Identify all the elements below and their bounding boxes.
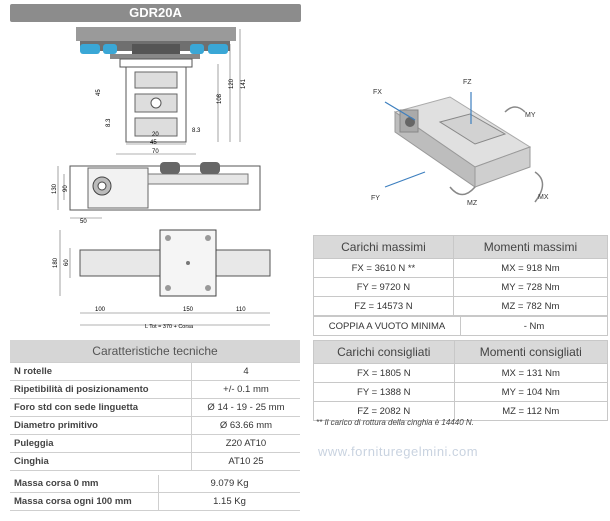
dim-side-130: 130: [52, 183, 58, 194]
dim-section-20: 20: [152, 132, 159, 138]
dim-section-141: 141: [241, 78, 247, 89]
belt-note: ** Il carico di rottura della cinghia è …: [316, 418, 474, 427]
dim-section-70: 70: [152, 149, 159, 155]
dim-section-108: 108: [217, 93, 223, 104]
label-fy: FY: [371, 195, 380, 202]
table-row: Ripetibilità di posizionamento+/- 0.1 mm: [10, 380, 300, 399]
specs-header: Caratteristiche tecniche: [10, 340, 300, 363]
torque-table: COPPIA A VUOTO MINIMA- Nm: [313, 316, 608, 336]
page-title: GDR20A: [10, 4, 301, 22]
label-fz: FZ: [463, 79, 472, 86]
dim-side-50: 50: [80, 219, 87, 225]
isometric-illustration: FX FZ MY FY MZ MX: [371, 79, 549, 207]
dim-section-8-3-right: 8.3: [192, 128, 201, 134]
torque-value: - Nm: [460, 316, 608, 336]
dim-top-60: 60: [64, 259, 70, 266]
torque-label: COPPIA A VUOTO MINIMA: [313, 316, 461, 336]
label-my: MY: [525, 112, 536, 119]
label-fx: FX: [373, 89, 382, 96]
dim-section-120: 120: [229, 78, 235, 89]
dim-side-90: 90: [63, 185, 69, 192]
dim-top-150: 150: [183, 307, 194, 313]
table-row: FX = 3610 N **MX = 918 Nm: [313, 258, 609, 278]
website-watermark: www.fornituregelmini.com: [318, 444, 479, 459]
dim-section-8-3-left: 8.3: [106, 118, 112, 127]
dim-section-45-bottom: 45: [150, 140, 157, 146]
dim-top-110: 110: [236, 307, 246, 313]
label-mx: MX: [538, 194, 549, 201]
table-row: COPPIA A VUOTO MINIMA- Nm: [313, 316, 608, 336]
dim-top-ltot: L Tot = 370 + Corsa: [145, 324, 194, 330]
dim-top-100: 100: [95, 307, 106, 313]
label-mz: MZ: [467, 200, 478, 207]
dim-section-45: 45: [96, 89, 102, 96]
section-drawing: 120 141 108 45 8.3 20 45 70 8.3: [76, 27, 247, 155]
top-view-drawing: 180 60 100 150 110 L Tot = 370 + Corsa: [53, 229, 271, 330]
dim-top-180: 180: [53, 257, 59, 268]
side-view-drawing: 130 90 50: [52, 162, 261, 225]
